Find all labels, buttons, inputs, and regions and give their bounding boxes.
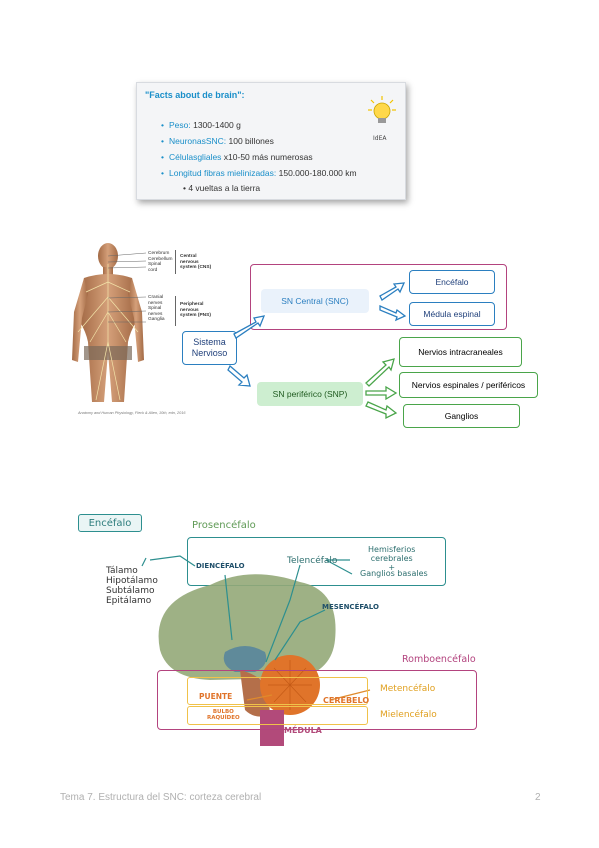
mielencefalo-label: Mielencéfalo	[380, 710, 437, 720]
cns-brace-label: Central nervous system (CNS)	[180, 254, 212, 271]
ganglios-node: Ganglios	[403, 404, 520, 428]
idea-label: IdEA	[373, 135, 387, 142]
lightbulb-icon	[368, 96, 396, 123]
figure-credit: Anatomy and Human Physiology, Fleck & Al…	[78, 411, 186, 415]
fact-subitem: • 4 vueltas a la tierra	[183, 183, 261, 193]
medula-label: MÉDULA	[284, 726, 322, 735]
cns-labels: Cerebrum Cerebellum Spinal cord	[148, 251, 173, 273]
prosencefalo-label: Prosencéfalo	[192, 520, 256, 531]
human-body-figure	[70, 242, 180, 407]
fact-item: •Célulasgliales x10-50 más numerosas	[161, 152, 313, 162]
facts-box: "Facts about de brain": •Peso: 1300-1400…	[136, 82, 406, 200]
mielencefalo-frame	[187, 706, 368, 725]
romboencefalo-label: Romboencéfalo	[402, 654, 476, 665]
pns-brace-label: Peripheral nervous system (PNS)	[180, 302, 211, 319]
nervios-espinales-node: Nervios espinales / periféricos	[399, 372, 538, 398]
mesencefalo-label: MESENCÉFALO	[322, 603, 379, 611]
cns-brace	[175, 250, 176, 274]
fact-item: •Longitud fibras mielinizadas: 150.000-1…	[161, 168, 357, 178]
human-body-illustration	[72, 243, 144, 402]
romboencefalo-frame	[157, 670, 477, 730]
metencefalo-label: Metencéfalo	[380, 684, 436, 694]
leader-lines	[108, 252, 147, 323]
snp-node: SN periférico (SNP)	[257, 382, 363, 406]
nervios-intracraneales-node: Nervios intracraneales	[399, 337, 522, 367]
fact-item: •NeuronasSNC: 100 billones	[161, 136, 274, 146]
encefalo-tag: Encéfalo	[78, 514, 142, 532]
snc-group-frame	[250, 264, 507, 330]
pns-labels: Cranial nerves Spinal nerves Ganglia	[148, 295, 165, 323]
fact-item: •Peso: 1300-1400 g	[161, 120, 241, 130]
cerebelo-label: CEREBELO	[323, 696, 370, 705]
bulbo-label: BULBO RAQUÍDEO	[207, 709, 240, 721]
pns-brace	[175, 296, 176, 326]
page-number: 2	[535, 792, 541, 803]
snc-node: SN Central (SNC)	[261, 289, 369, 313]
footer-title: Tema 7. Estructura del SNC: corteza cere…	[60, 792, 262, 803]
facts-title: "Facts about de brain":	[145, 90, 245, 100]
metencefalo-frame	[187, 677, 368, 705]
diencefalo-label: DIENCÉFALO	[196, 562, 245, 570]
puente-label: PUENTE	[199, 692, 233, 701]
sistema-nervioso-node: Sistema Nervioso	[182, 331, 237, 365]
diencefalo-parts: Tálamo Hipotálamo Subtálamo Epitálamo	[106, 566, 158, 606]
encefalo-node: Encéfalo	[409, 270, 495, 294]
telencefalo-label: Telencéfalo	[287, 556, 338, 566]
ganglios-basales-label: Ganglios basales	[360, 569, 428, 578]
hemisferios-label: Hemisferios cerebrales +	[368, 545, 416, 572]
medula-espinal-node: Médula espinal	[409, 302, 495, 326]
